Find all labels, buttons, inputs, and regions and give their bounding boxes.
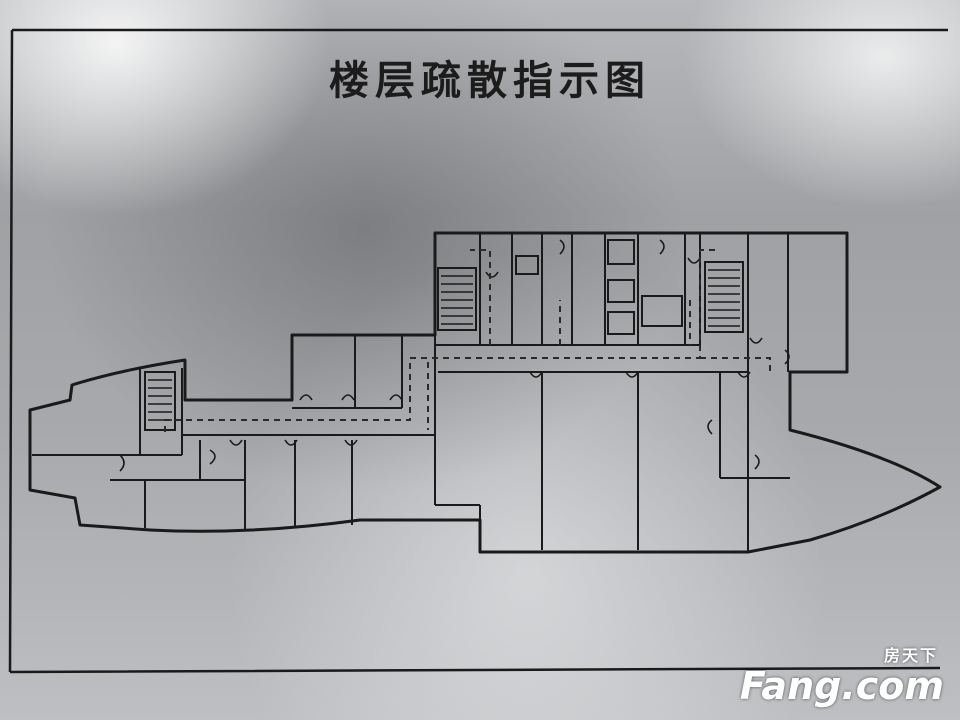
door	[344, 439, 358, 446]
watermark-cn: 房天下	[883, 646, 938, 665]
sign-border	[8, 28, 948, 674]
door	[529, 371, 543, 378]
elevator-shaft	[607, 311, 635, 335]
door	[229, 439, 243, 446]
door	[341, 394, 355, 401]
door	[559, 239, 565, 255]
stairwell-left	[144, 371, 176, 431]
door	[737, 371, 751, 378]
elevator-shaft	[607, 279, 635, 303]
elevator-shaft	[607, 239, 635, 265]
door	[284, 439, 298, 446]
sign-title: 楼层疏散指示图	[329, 58, 651, 104]
door	[625, 371, 639, 378]
door	[389, 394, 403, 401]
building-outline	[28, 231, 942, 554]
evacuation-route	[164, 249, 715, 432]
fang-watermark: 房天下 Fang.com	[740, 642, 944, 706]
door	[784, 349, 790, 365]
door	[749, 337, 763, 344]
toilet-room	[641, 295, 683, 327]
evacuation-route	[700, 357, 771, 372]
watermark-logo: Fang.com	[739, 664, 944, 708]
door	[209, 449, 216, 465]
door	[659, 239, 665, 255]
door	[687, 257, 701, 264]
stairwell-right	[704, 261, 744, 333]
stairwell-center	[437, 267, 477, 331]
door	[485, 271, 499, 278]
door	[754, 454, 760, 470]
door	[299, 394, 313, 401]
evacuation-route	[410, 357, 429, 430]
door	[707, 419, 713, 435]
elevator-shaft	[515, 255, 539, 275]
door	[119, 454, 125, 472]
